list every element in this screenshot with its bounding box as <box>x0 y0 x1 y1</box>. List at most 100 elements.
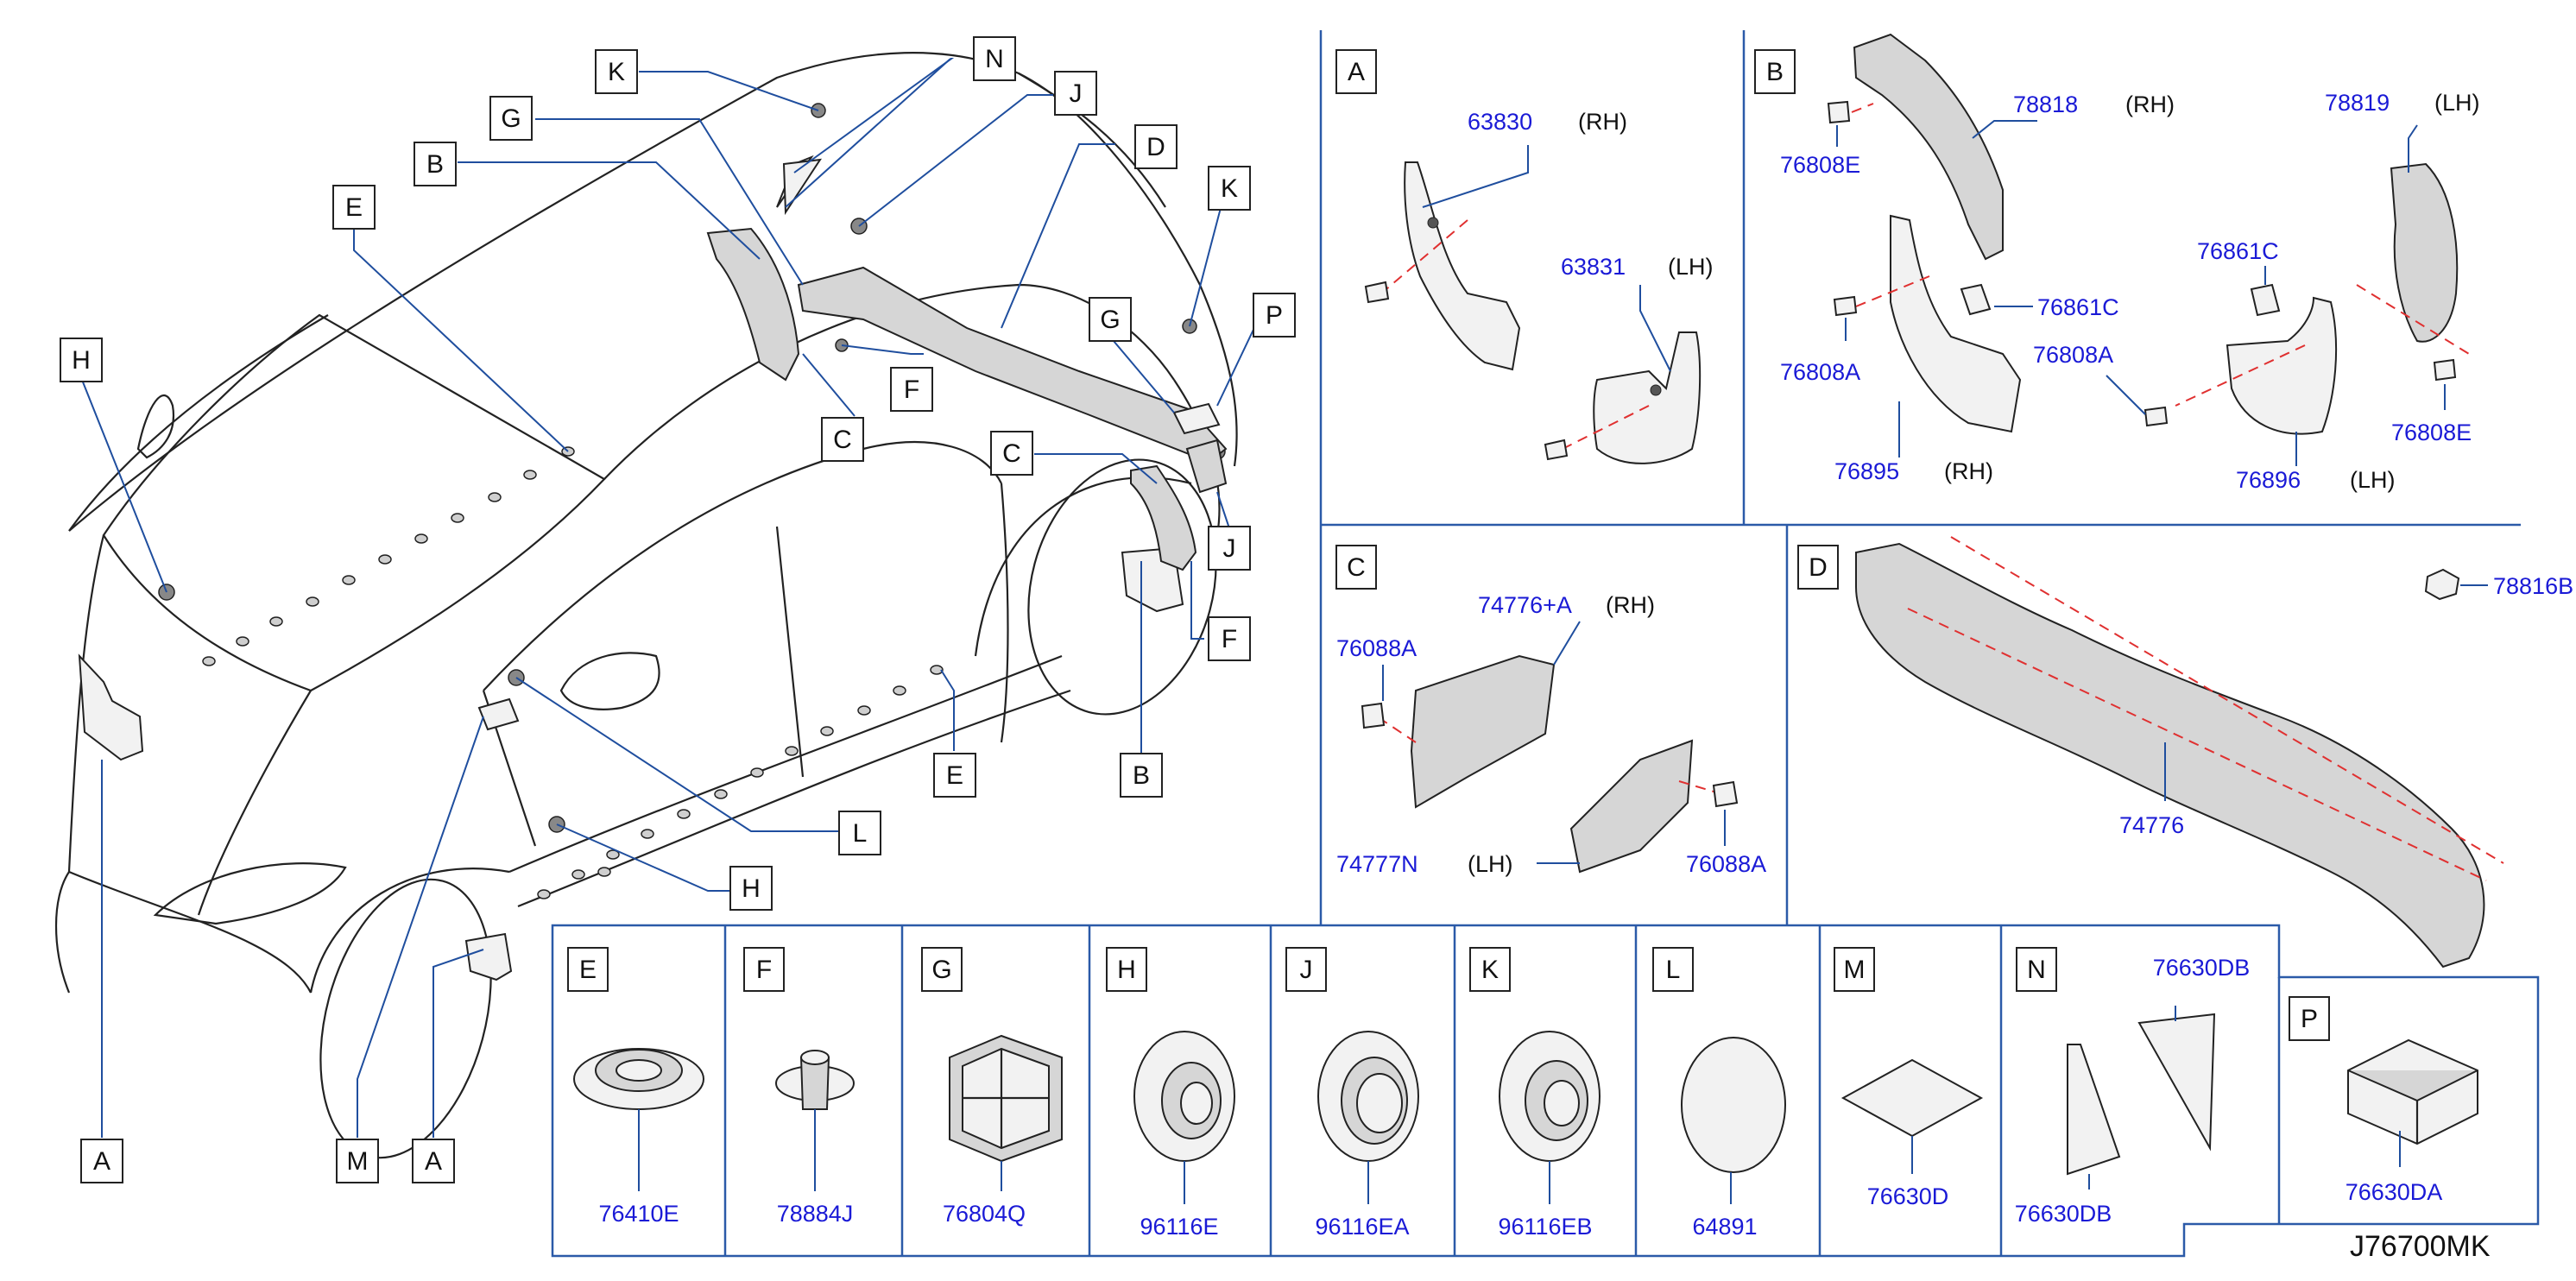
svg-text:(RH): (RH) <box>1578 109 1627 135</box>
svg-text:G: G <box>501 104 521 133</box>
svg-text:H: H <box>72 346 91 375</box>
svg-text:G: G <box>931 956 951 984</box>
svg-text:F: F <box>756 956 772 984</box>
svg-text:(LH): (LH) <box>2434 90 2480 116</box>
callout-A-right: A <box>412 1139 455 1183</box>
svg-text:78884J: 78884J <box>777 1201 854 1227</box>
callout-C-top: C <box>821 417 864 462</box>
svg-text:M: M <box>1844 956 1866 984</box>
bottom-cell-F: F 78884J <box>743 947 855 1227</box>
svg-text:J: J <box>1223 534 1236 563</box>
svg-text:76630D: 76630D <box>1867 1183 1949 1209</box>
svg-text:76895: 76895 <box>1834 458 1899 484</box>
bottom-cell-E: E 76410E <box>567 947 704 1227</box>
callout-A-left: A <box>80 1139 123 1183</box>
svg-text:74777N: 74777N <box>1336 851 1418 877</box>
svg-text:(RH): (RH) <box>1606 592 1655 618</box>
svg-text:H: H <box>742 874 761 903</box>
svg-text:(RH): (RH) <box>1944 458 1993 484</box>
svg-text:G: G <box>1100 306 1120 334</box>
diagram-code: J76700MK <box>2350 1230 2491 1263</box>
svg-text:(LH): (LH) <box>1668 254 1714 280</box>
svg-text:(LH): (LH) <box>2350 467 2396 493</box>
svg-text:76808A: 76808A <box>1780 359 1860 385</box>
car-illustration <box>54 52 1238 1159</box>
svg-text:76630DA: 76630DA <box>2346 1179 2443 1205</box>
callout-E-side: E <box>933 753 976 798</box>
svg-text:C: C <box>1347 553 1366 582</box>
bottom-cell-L: L 64891 <box>1652 947 1786 1240</box>
svg-text:78818: 78818 <box>2013 92 2078 117</box>
svg-text:76088A: 76088A <box>1336 635 1417 661</box>
panel-A: A 63830 (RH) 63831 (LH) <box>1335 49 1714 464</box>
svg-text:(LH): (LH) <box>1468 851 1513 877</box>
svg-text:A: A <box>1348 58 1365 86</box>
svg-text:B: B <box>1766 58 1784 86</box>
svg-text:P: P <box>2301 1005 2318 1033</box>
svg-text:K: K <box>1221 174 1238 203</box>
svg-text:M: M <box>347 1147 369 1176</box>
callout-E-top: E <box>332 185 376 230</box>
frame-lines <box>551 30 2540 1258</box>
bottom-cell-G: G 76804Q <box>921 947 1063 1227</box>
svg-text:76896: 76896 <box>2236 467 2301 493</box>
svg-text:F: F <box>904 375 919 404</box>
svg-text:63830: 63830 <box>1468 109 1532 135</box>
svg-text:96116EB: 96116EB <box>1498 1214 1592 1240</box>
svg-text:64891: 64891 <box>1692 1214 1757 1240</box>
svg-text:74776+A: 74776+A <box>1478 592 1572 618</box>
svg-text:D: D <box>1146 133 1165 161</box>
bottom-cell-N: N 76630DB 76630DB <box>2015 947 2251 1227</box>
svg-text:76088A: 76088A <box>1686 851 1766 877</box>
svg-text:76861C: 76861C <box>2037 294 2119 320</box>
svg-text:(RH): (RH) <box>2125 92 2175 117</box>
callout-B-top: B <box>414 142 457 186</box>
callout-K-right: K <box>1208 166 1251 211</box>
svg-text:N: N <box>2027 956 2046 984</box>
callout-N: N <box>973 36 1016 81</box>
panel-B: B 78818 (RH) 78819 (LH) 76808E 76861C 76… <box>1754 33 2480 493</box>
svg-text:L: L <box>1666 956 1681 984</box>
svg-text:E: E <box>579 956 597 984</box>
callout-P: P <box>1253 293 1296 338</box>
svg-text:N: N <box>985 45 1004 73</box>
svg-text:78816B: 78816B <box>2493 573 2573 599</box>
svg-text:76808E: 76808E <box>2391 420 2472 445</box>
bottom-cell-J: J 96116EA <box>1285 947 1419 1240</box>
callout-M: M <box>336 1139 379 1183</box>
svg-text:76630DB: 76630DB <box>2153 955 2251 981</box>
svg-text:78819: 78819 <box>2325 90 2390 116</box>
svg-text:76410E: 76410E <box>598 1201 679 1227</box>
bottom-cell-H: H 96116E <box>1106 947 1235 1240</box>
svg-text:76808A: 76808A <box>2033 342 2113 368</box>
bottom-cell-K: K 96116EB <box>1469 947 1601 1240</box>
bottom-cell-M: M 76630D <box>1834 947 1984 1209</box>
callout-F-right: F <box>1208 616 1251 661</box>
callout-H-side: H <box>729 866 773 911</box>
svg-text:E: E <box>946 761 963 790</box>
svg-text:K: K <box>608 58 625 86</box>
svg-text:F: F <box>1222 625 1237 653</box>
svg-text:C: C <box>1002 439 1021 468</box>
svg-text:D: D <box>1809 553 1828 582</box>
svg-text:J: J <box>1300 956 1313 984</box>
svg-text:E: E <box>345 193 363 222</box>
svg-text:74776: 74776 <box>2119 812 2184 838</box>
car-callout-leaders <box>81 58 1278 1138</box>
callout-B-side: B <box>1120 753 1163 798</box>
svg-text:B: B <box>426 150 444 179</box>
callout-C-right: C <box>990 431 1033 476</box>
callout-F-top: F <box>890 367 933 412</box>
svg-text:C: C <box>833 426 852 454</box>
svg-text:A: A <box>93 1147 110 1176</box>
svg-text:K: K <box>1481 956 1499 984</box>
svg-text:A: A <box>425 1147 442 1176</box>
callout-H-top: H <box>60 338 103 382</box>
car-callout-boxes: K N J G D B E H C F K G P C J F E L H B … <box>60 36 1296 1183</box>
svg-text:B: B <box>1133 761 1150 790</box>
svg-text:76804Q: 76804Q <box>943 1201 1026 1227</box>
bottom-cell-P: P 76630DA <box>2289 996 2478 1205</box>
callout-K-top: K <box>595 49 638 94</box>
callout-G-right: G <box>1089 297 1132 342</box>
